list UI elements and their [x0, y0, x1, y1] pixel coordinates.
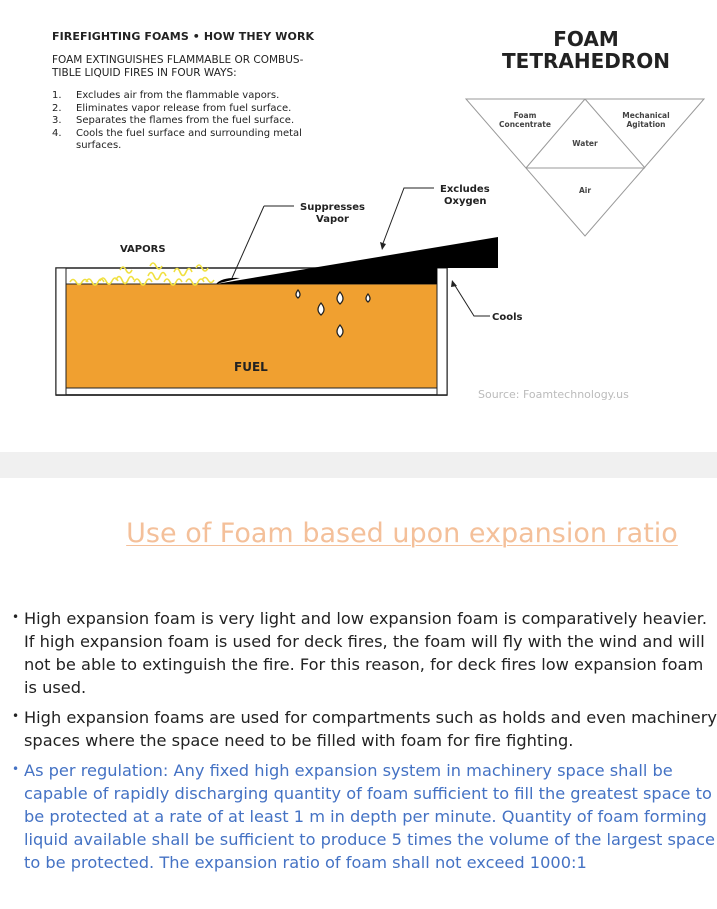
ways-item: 2. Eliminates vapor release from fuel sur… [52, 103, 302, 116]
foam-blanket [216, 237, 498, 284]
ways-text: Separates the flames from the fuel surfa… [76, 115, 295, 126]
slide-title: Use of Foam based upon expansion ratio [126, 518, 678, 549]
suppresses-label-1: Suppresses [300, 202, 365, 213]
ways-text: Cools the fuel surface and surrounding m… [76, 127, 302, 139]
ways-item: surfaces. [52, 140, 302, 153]
figure-subtitle: FOAM EXTINGUISHES FLAMMABLE OR COMBUS- T… [52, 54, 412, 80]
figure-subtitle-line-1: FOAM EXTINGUISHES FLAMMABLE OR COMBUS- [52, 54, 304, 66]
tetrahedron-title: FOAM TETRAHEDRON [486, 28, 686, 72]
bullet-item: •High expansion foam is very light and l… [12, 609, 708, 697]
fuel-label: FUEL [234, 360, 268, 374]
fuel-body [65, 283, 439, 389]
ways-item: 3. Separates the flames from the fuel sur… [52, 115, 302, 128]
suppresses-label-2: Vapor [316, 214, 349, 225]
leader-lines [231, 187, 490, 317]
ways-text: Excludes air from the flammable vapors. [76, 90, 280, 101]
mechanical-agitation-label-1: Mechanical [622, 111, 669, 120]
ways-text-cont: surfaces. [76, 140, 122, 151]
ways-number: 3. [52, 115, 62, 126]
vapor-flames [69, 262, 215, 286]
bullet-item: •As per regulation: Any fixed high expan… [12, 761, 715, 872]
vapors-label: VAPORS [120, 244, 166, 255]
air-label: Air [579, 186, 591, 195]
expansion-ratio-slide [0, 478, 717, 909]
source-credit: Source: Foamtechnology.us [478, 388, 629, 401]
bullet-list: •High expansion foam is very light and l… [12, 607, 717, 881]
figure-subtitle-line-2: TIBLE LIQUID FIRES IN FOUR WAYS: [52, 67, 237, 79]
tetrahedron-title-line-1: FOAM [553, 27, 619, 51]
fuel-tank [55, 267, 448, 396]
slide-separator [0, 452, 717, 478]
foam-diagram: Foam Concentrate Mechanical Agitation Wa… [55, 98, 706, 401]
ways-number: 2. [52, 102, 62, 114]
ways-number: 4. [52, 127, 62, 139]
foam-concentrate-label-2: Concentrate [499, 120, 551, 129]
cools-label: Cools [492, 312, 523, 323]
excludes-label-2: Oxygen [444, 196, 487, 207]
tetrahedron-diagram [464, 98, 706, 237]
water-label: Water [572, 139, 598, 148]
bubbles [295, 288, 371, 338]
bullet-text: High expansion foams are used for compar… [24, 708, 717, 750]
tetrahedron-title-line-2: TETRAHEDRON [502, 49, 670, 73]
ways-item: 1. Excludes air from the flammable vapors… [52, 90, 302, 103]
figure-title: FIREFIGHTING FOAMS • HOW THEY WORK [52, 30, 315, 43]
ways-number: 1. [52, 90, 62, 101]
excludes-label-1: Excludes [440, 184, 490, 195]
bullet-text: As per regulation: Any fixed high expans… [24, 761, 715, 872]
ways-text: Eliminates vapor release from fuel surfa… [76, 102, 292, 114]
foam-concentrate-label-1: Foam [514, 111, 537, 120]
bullet-item: •High expansion foams are used for compa… [12, 708, 717, 750]
bullet-text: High expansion foam is very light and lo… [24, 609, 708, 697]
ways-item: 4. Cools the fuel surface and surrounding… [52, 128, 302, 141]
ways-list: 1. Excludes air from the flammable vapors… [52, 90, 302, 153]
mechanical-agitation-label-2: Agitation [626, 120, 665, 129]
